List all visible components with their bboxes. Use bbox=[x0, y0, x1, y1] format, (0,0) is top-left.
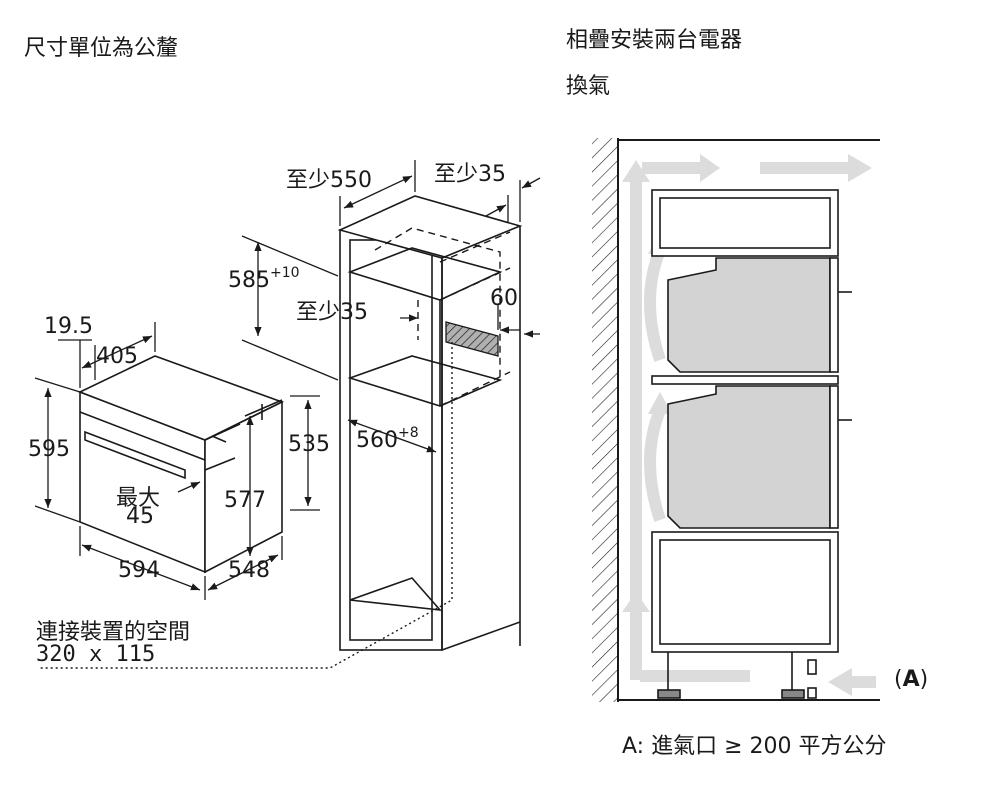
oven-dimensions bbox=[34, 322, 320, 600]
cabinet-feet bbox=[657, 652, 817, 699]
stack-cabinet bbox=[651, 189, 839, 653]
cabinet-drawing bbox=[337, 195, 523, 651]
cabinet-dimensions bbox=[241, 160, 541, 453]
dim-max-value: 45 bbox=[126, 504, 154, 529]
right-subtitle: 換氣 bbox=[566, 74, 611, 99]
oven-drawing bbox=[77, 355, 285, 574]
unit-note: 尺寸單位為公釐 bbox=[24, 36, 179, 61]
connection-label: 連接裝置的空間 bbox=[36, 620, 191, 645]
wall bbox=[592, 138, 880, 702]
dim-594: 594 bbox=[118, 558, 160, 583]
dim-min-35-top: 至少35 bbox=[434, 162, 507, 187]
dim-min-35-mid: 至少35 bbox=[296, 300, 369, 325]
right-title: 相疊安裝兩台電器 bbox=[566, 28, 743, 53]
dim-405: 405 bbox=[96, 344, 138, 369]
dim-595: 595 bbox=[28, 437, 70, 462]
legend-a: A: 進氣口 ≥ 200 平方公分 bbox=[622, 734, 887, 759]
dim-585: 585+10 bbox=[228, 265, 300, 293]
dim-max-label: 最大 bbox=[116, 486, 161, 511]
cabinet-hidden-lines bbox=[374, 227, 511, 407]
stack-appliances bbox=[667, 257, 852, 529]
cabinet-vent-cutout bbox=[445, 321, 499, 357]
dim-548: 548 bbox=[228, 558, 270, 583]
dim-577: 577 bbox=[224, 488, 266, 513]
dim-19-5: 19.5 bbox=[44, 314, 93, 339]
marker-a: (A) bbox=[894, 667, 929, 692]
dim-min-550: 至少550 bbox=[286, 168, 373, 193]
dim-535: 535 bbox=[288, 432, 330, 457]
connection-size: 320 x 115 bbox=[36, 642, 156, 667]
dim-60: 60 bbox=[490, 286, 518, 311]
dim-560: 560+8 bbox=[356, 425, 419, 453]
